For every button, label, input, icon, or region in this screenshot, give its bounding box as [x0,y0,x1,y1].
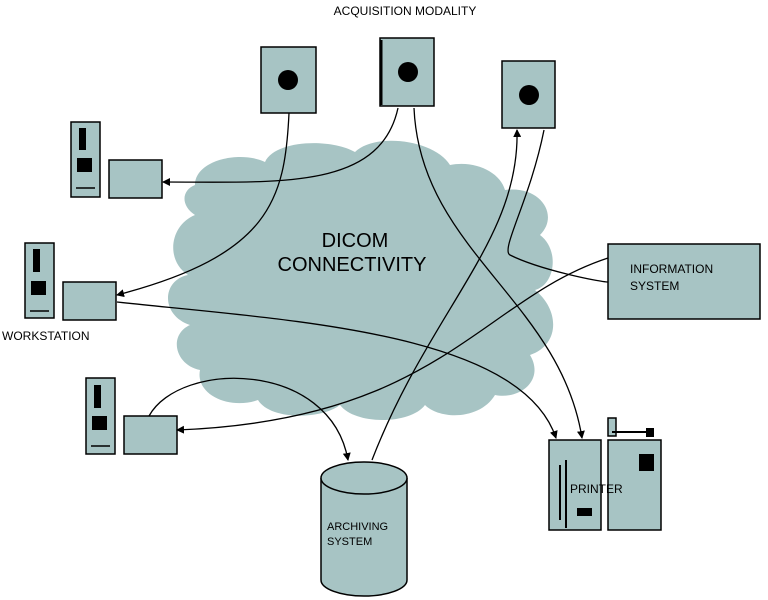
modality-lens-icon [278,70,298,90]
arrow-modality2-to-printer [413,107,585,439]
cloud-label-line1: DICOM [322,230,389,252]
information-system-label-line1: INFORMATION [630,262,713,276]
workstation-3 [85,377,178,455]
modality-lens-icon [519,85,539,105]
arrow-archive-to-modality3 [371,129,522,461]
printer-label: PRINTER [570,482,623,496]
arrow-modality1-to-workstation2 [116,112,290,298]
arrow-modality3-to-information-system [507,129,609,283]
arrow-information-system-to-workstation3 [176,257,609,434]
arrow-workstation3-to-archive [148,377,351,461]
arrow-modality2-to-workstation1 [162,107,399,187]
modality-device-1 [260,46,317,114]
modality-device-2 [379,37,435,107]
modality-device-3 [501,60,556,129]
information-system-label-line2: SYSTEM [630,279,679,293]
arrow-workstation2-to-printer [116,301,558,439]
workstation-label: WORKSTATION [2,329,90,343]
cloud-label-line2: CONNECTIVITY [278,254,427,276]
workstation-2 [24,242,117,321]
acquisition-modality-title: ACQUISITION MODALITY [334,4,477,18]
dicom-cloud [168,140,554,420]
archiving-system-label-line2: SYSTEM [327,536,372,548]
modality-lens-icon [398,62,418,82]
archiving-system [320,461,408,597]
workstation-1 [70,121,163,199]
connection-lines [116,107,609,461]
archiving-system-label-line1: ARCHIVING [327,521,388,533]
printer [548,417,662,531]
